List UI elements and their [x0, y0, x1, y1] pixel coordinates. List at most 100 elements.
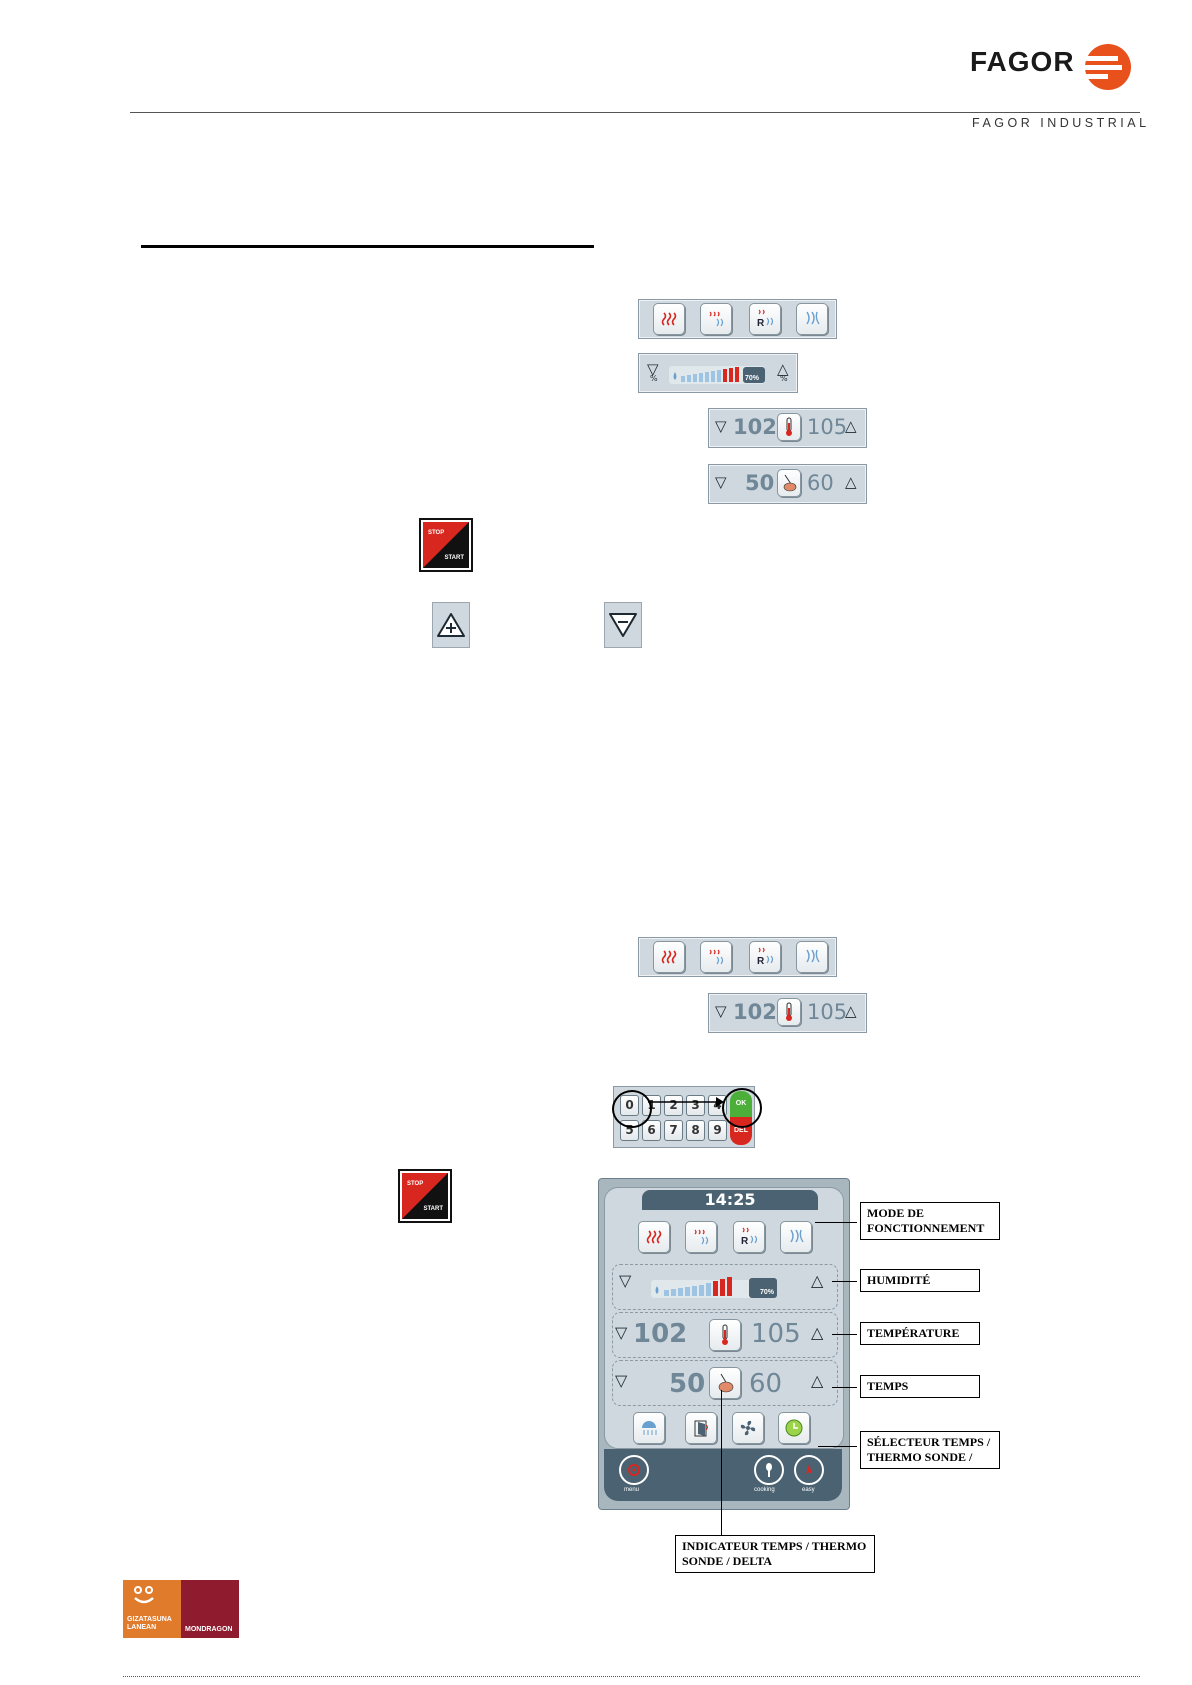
key-9[interactable]: 9 [708, 1120, 727, 1141]
mode-panel-2: R [638, 937, 837, 977]
device-temperature-increase[interactable]: △ [811, 1323, 824, 1342]
callout-temperature: TEMPÉRATURE [860, 1322, 980, 1345]
key-3[interactable]: 3 [686, 1095, 705, 1116]
temperature-increase-button[interactable]: △ [845, 417, 857, 435]
heat-waves-icon [661, 950, 677, 964]
section-title-underline [141, 245, 594, 248]
thermometer-icon [722, 1324, 728, 1345]
fan-icon [740, 1420, 756, 1436]
time-current: 50 [745, 471, 775, 495]
start-label-2: START [423, 1206, 443, 1212]
cooking-label: cooking [754, 1487, 775, 1493]
stop-label: STOP [428, 530, 445, 536]
temperature-increase-button-2[interactable]: △ [845, 1002, 857, 1020]
device-temperature-icon-button[interactable] [709, 1319, 741, 1351]
keypad-arrow [648, 1097, 724, 1107]
callout-line-temperature [832, 1334, 857, 1335]
time-target: 60 [807, 471, 834, 495]
device-time-icon-button[interactable] [709, 1367, 741, 1399]
device-time-decrease[interactable]: ▽ [615, 1371, 628, 1390]
door-icon [694, 1420, 708, 1437]
temperature-decrease-button-2[interactable]: ▽ [715, 1002, 727, 1020]
spoon-icon [766, 1463, 772, 1477]
steam-mode-button-2[interactable] [796, 941, 828, 973]
device-door-button[interactable] [685, 1412, 717, 1444]
time-decrease-button[interactable]: ▽ [715, 473, 727, 491]
callout-line-selector [818, 1446, 857, 1447]
fagor-logo-icon [1078, 44, 1131, 90]
device-mixed-button[interactable] [685, 1221, 717, 1253]
regeneration-mode-button[interactable]: R [749, 303, 781, 335]
device-humidity-row: ▽ 70% △ [612, 1264, 838, 1310]
callout-time: TEMPS [860, 1375, 980, 1398]
temperature-target-2: 105 [807, 1000, 848, 1024]
device-shower-button[interactable] [633, 1412, 665, 1444]
humidity-level-bar [669, 366, 765, 384]
mixed-mode-button[interactable] [700, 303, 732, 335]
humidity-increase-button[interactable]: △% [777, 360, 789, 383]
stop-start-button-2[interactable]: STOP START [398, 1169, 452, 1223]
steam-icon [806, 949, 820, 963]
highlight-circle-ok [722, 1088, 762, 1128]
humidity-decrease-button[interactable]: ▽% [647, 360, 659, 383]
device-humidity-increase[interactable]: △ [811, 1271, 824, 1290]
mixed-mode-button-2[interactable] [700, 941, 732, 973]
device-humidity-bar [651, 1277, 777, 1298]
device-time-current: 50 [669, 1369, 706, 1399]
gizatasuna-text: GIZATASUNA LANEAN [127, 1616, 172, 1631]
plus-button[interactable] [432, 602, 470, 648]
time-icon-button[interactable] [777, 469, 801, 497]
callout-line-time [832, 1387, 857, 1388]
compass-icon [806, 1464, 812, 1474]
device-time-increase[interactable]: △ [811, 1371, 824, 1390]
brand-name: FAGOR [970, 46, 1075, 77]
menu-button[interactable] [619, 1455, 649, 1485]
key-2[interactable]: 2 [664, 1095, 683, 1116]
people-icon [134, 1586, 154, 1604]
device-fan-button[interactable] [732, 1412, 764, 1444]
minus-triangle-icon [609, 613, 637, 637]
device-convection-button[interactable] [638, 1221, 670, 1253]
thermometer-icon [786, 417, 792, 436]
key-6[interactable]: 6 [642, 1120, 661, 1141]
device-bottom-bar: menu cooking easy [604, 1449, 842, 1501]
probe-food-icon [718, 1373, 734, 1393]
cooking-button[interactable] [754, 1455, 784, 1485]
steam-icon [806, 311, 820, 325]
temperature-decrease-button[interactable]: ▽ [715, 417, 727, 435]
device-regeneration-button[interactable]: R [733, 1221, 765, 1253]
temperature-current: 102 [733, 415, 777, 439]
regeneration-mode-button-2[interactable]: R [749, 941, 781, 973]
sub-brand: FAGOR INDUSTRIAL [972, 116, 1150, 130]
device-steam-button[interactable] [780, 1221, 812, 1253]
heat-waves-icon [661, 312, 677, 326]
time-increase-button[interactable]: △ [845, 473, 857, 491]
heat-steam-icon [694, 1229, 709, 1245]
temperature-icon-button-2[interactable] [777, 998, 801, 1026]
convection-mode-button[interactable] [653, 303, 685, 335]
regeneration-icon: R [757, 309, 774, 329]
convection-mode-button-2[interactable] [653, 941, 685, 973]
shower-icon [642, 1421, 657, 1435]
temperature-icon-button[interactable] [777, 413, 801, 441]
regeneration-icon: R [741, 1227, 758, 1247]
device-temperature-decrease[interactable]: ▽ [615, 1323, 628, 1342]
stop-label-2: STOP [407, 1181, 424, 1187]
device-timer-selector-button[interactable] [778, 1412, 810, 1444]
plus-triangle-icon [437, 613, 465, 637]
humidity-badge: 70% [745, 375, 760, 382]
steam-mode-button[interactable] [796, 303, 828, 335]
stop-start-button[interactable]: STOP START [419, 518, 473, 572]
key-7[interactable]: 7 [664, 1120, 683, 1141]
gear-icon [628, 1464, 640, 1476]
device-temperature-row: ▽ 102 105 △ [612, 1312, 838, 1358]
callout-line-mode [815, 1222, 857, 1223]
key-8[interactable]: 8 [686, 1120, 705, 1141]
oven-control-screen: 14:25 R ▽ 70% △ [598, 1178, 850, 1510]
easy-button[interactable] [794, 1455, 824, 1485]
svg-text:R: R [757, 318, 765, 329]
device-humidity-decrease[interactable]: ▽ [619, 1271, 632, 1290]
minus-button[interactable] [604, 602, 642, 648]
callout-mode: MODE DE FONCTIONNEMENT [860, 1202, 1000, 1240]
clock-display: 14:25 [642, 1190, 818, 1210]
